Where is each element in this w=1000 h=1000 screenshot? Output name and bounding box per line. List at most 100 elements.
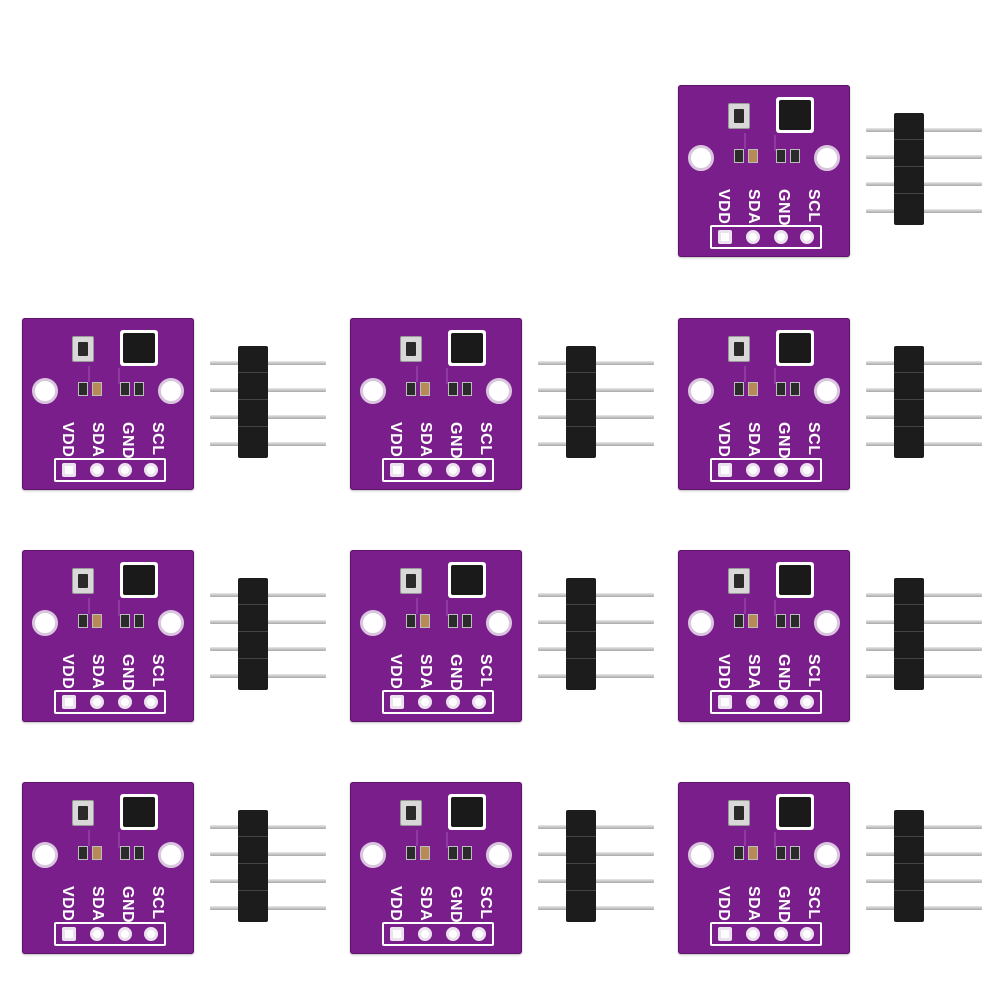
mounting-hole xyxy=(486,610,512,636)
mounting-hole xyxy=(814,610,840,636)
sensor-chip xyxy=(728,336,750,362)
sensor-module: VDD SDA GND SCL xyxy=(350,550,660,725)
smd-component xyxy=(78,846,102,860)
smd-component xyxy=(734,149,758,163)
pcb-board: VDD SDA GND SCL xyxy=(678,85,850,257)
pin-header xyxy=(866,810,986,922)
smd-component xyxy=(776,382,800,396)
pin-label-gnd: GND xyxy=(119,654,136,692)
sensor-chip xyxy=(400,336,422,362)
sensor-chip xyxy=(72,800,94,826)
pin-label-scl: SCL xyxy=(149,422,166,456)
pin-header-footprint xyxy=(710,922,822,946)
mounting-hole xyxy=(158,610,184,636)
pin-header-footprint xyxy=(382,922,494,946)
smd-component xyxy=(776,846,800,860)
sensor-module: VDD SDA GND SCL xyxy=(678,782,988,957)
mounting-hole xyxy=(360,378,386,404)
pin-label-scl: SCL xyxy=(477,422,494,456)
pin-label-gnd: GND xyxy=(447,654,464,692)
sensor-chip xyxy=(400,800,422,826)
mounting-hole xyxy=(360,842,386,868)
pin-label-scl: SCL xyxy=(805,422,822,456)
smd-component xyxy=(78,614,102,628)
pin-header xyxy=(538,810,658,922)
pin-label-sda: SDA xyxy=(89,886,106,922)
pin-label-sda: SDA xyxy=(745,422,762,458)
pin-label-sda: SDA xyxy=(417,422,434,458)
mounting-hole xyxy=(688,610,714,636)
mounting-hole xyxy=(688,842,714,868)
mounting-hole xyxy=(360,610,386,636)
smd-component xyxy=(406,614,430,628)
sensor-ic xyxy=(776,794,814,830)
pin-header xyxy=(538,578,658,690)
pin-header-footprint xyxy=(382,690,494,714)
sensor-module: VDD SDA GND SCL xyxy=(22,550,332,725)
pin-label-gnd: GND xyxy=(775,422,792,460)
sensor-chip xyxy=(72,336,94,362)
pin-label-sda: SDA xyxy=(417,886,434,922)
pin-label-scl: SCL xyxy=(477,654,494,688)
pin-label-gnd: GND xyxy=(775,654,792,692)
pin-header-footprint xyxy=(710,458,822,482)
pcb-board: VDD SDA GND SCL xyxy=(22,318,194,490)
sensor-ic xyxy=(776,97,814,133)
pin-header xyxy=(210,346,330,458)
pin-header-footprint xyxy=(710,225,822,249)
sensor-chip xyxy=(72,568,94,594)
sensor-ic xyxy=(776,562,814,598)
smd-component xyxy=(734,382,758,396)
sensor-ic xyxy=(448,562,486,598)
mounting-hole xyxy=(688,378,714,404)
sensor-ic xyxy=(120,330,158,366)
pin-label-sda: SDA xyxy=(745,886,762,922)
pin-label-scl: SCL xyxy=(149,886,166,920)
pcb-board: VDD SDA GND SCL xyxy=(678,782,850,954)
pin-label-vdd: VDD xyxy=(59,422,76,458)
pin-label-gnd: GND xyxy=(775,886,792,924)
smd-component xyxy=(448,382,472,396)
pin-header-footprint xyxy=(710,690,822,714)
mounting-hole xyxy=(814,842,840,868)
pin-header-footprint xyxy=(54,690,166,714)
pin-header xyxy=(866,346,986,458)
pin-label-vdd: VDD xyxy=(715,422,732,458)
mounting-hole xyxy=(814,378,840,404)
sensor-chip xyxy=(728,568,750,594)
mounting-hole xyxy=(32,378,58,404)
mounting-hole xyxy=(32,610,58,636)
mounting-hole xyxy=(158,378,184,404)
pcb-board: VDD SDA GND SCL xyxy=(350,782,522,954)
sensor-chip xyxy=(728,800,750,826)
mounting-hole xyxy=(158,842,184,868)
sensor-chip xyxy=(728,103,750,129)
pin-label-vdd: VDD xyxy=(715,654,732,690)
pin-header xyxy=(866,113,986,225)
sensor-module: VDD SDA GND SCL xyxy=(22,318,332,493)
sensor-module: VDD SDA GND SCL xyxy=(22,782,332,957)
pin-label-scl: SCL xyxy=(805,189,822,223)
pin-label-sda: SDA xyxy=(745,654,762,690)
pin-label-sda: SDA xyxy=(89,654,106,690)
sensor-module: VDD SDA GND SCL xyxy=(350,318,660,493)
smd-component xyxy=(734,614,758,628)
pin-label-gnd: GND xyxy=(119,886,136,924)
pin-header xyxy=(210,810,330,922)
pin-label-scl: SCL xyxy=(805,886,822,920)
pin-header-footprint xyxy=(54,922,166,946)
pin-label-sda: SDA xyxy=(417,654,434,690)
smd-component xyxy=(120,614,144,628)
pin-label-vdd: VDD xyxy=(387,422,404,458)
pcb-board: VDD SDA GND SCL xyxy=(350,550,522,722)
pin-header xyxy=(538,346,658,458)
pin-label-gnd: GND xyxy=(119,422,136,460)
pin-label-sda: SDA xyxy=(745,189,762,225)
smd-component xyxy=(406,382,430,396)
pin-label-scl: SCL xyxy=(477,886,494,920)
pin-label-scl: SCL xyxy=(805,654,822,688)
pin-label-vdd: VDD xyxy=(715,189,732,225)
pcb-board: VDD SDA GND SCL xyxy=(678,550,850,722)
mounting-hole xyxy=(32,842,58,868)
smd-component xyxy=(120,382,144,396)
